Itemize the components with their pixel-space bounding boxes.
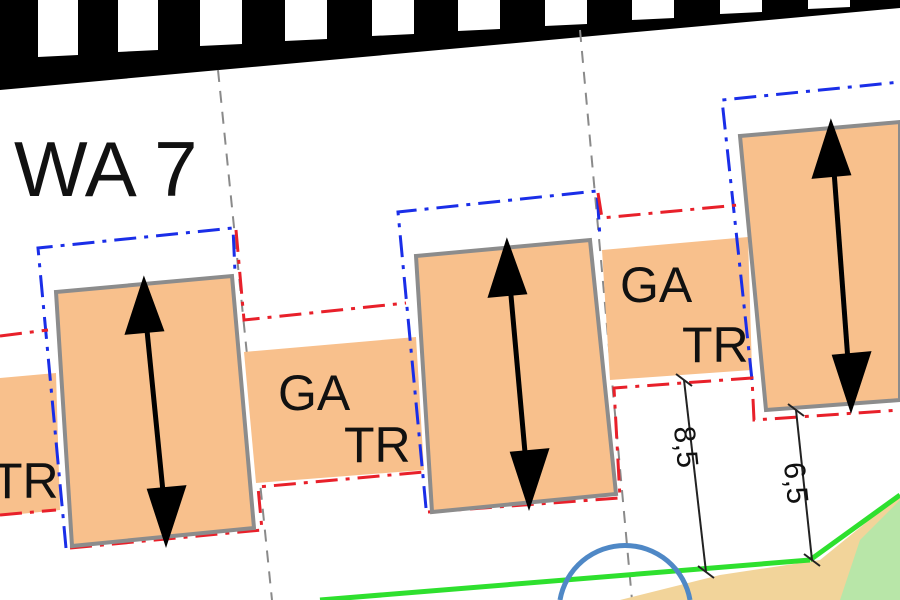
grid-lines — [217, 29, 633, 600]
label-garage: GA — [278, 365, 351, 421]
label-garage: GA — [620, 257, 693, 313]
label-terrace: TR — [0, 453, 59, 509]
dimension-label: 8,5 — [667, 425, 704, 470]
garage-bands — [0, 237, 752, 516]
height-arrows — [124, 118, 872, 549]
dimension-lines — [675, 373, 821, 579]
zone-label: WA 7 — [14, 125, 198, 213]
label-terrace: TR — [344, 417, 411, 473]
label-terrace: TR — [682, 317, 749, 373]
building-envelopes — [36, 80, 900, 549]
green-area — [319, 492, 900, 600]
dimension-label: 6,5 — [777, 461, 814, 506]
checkered-border — [0, 0, 900, 90]
